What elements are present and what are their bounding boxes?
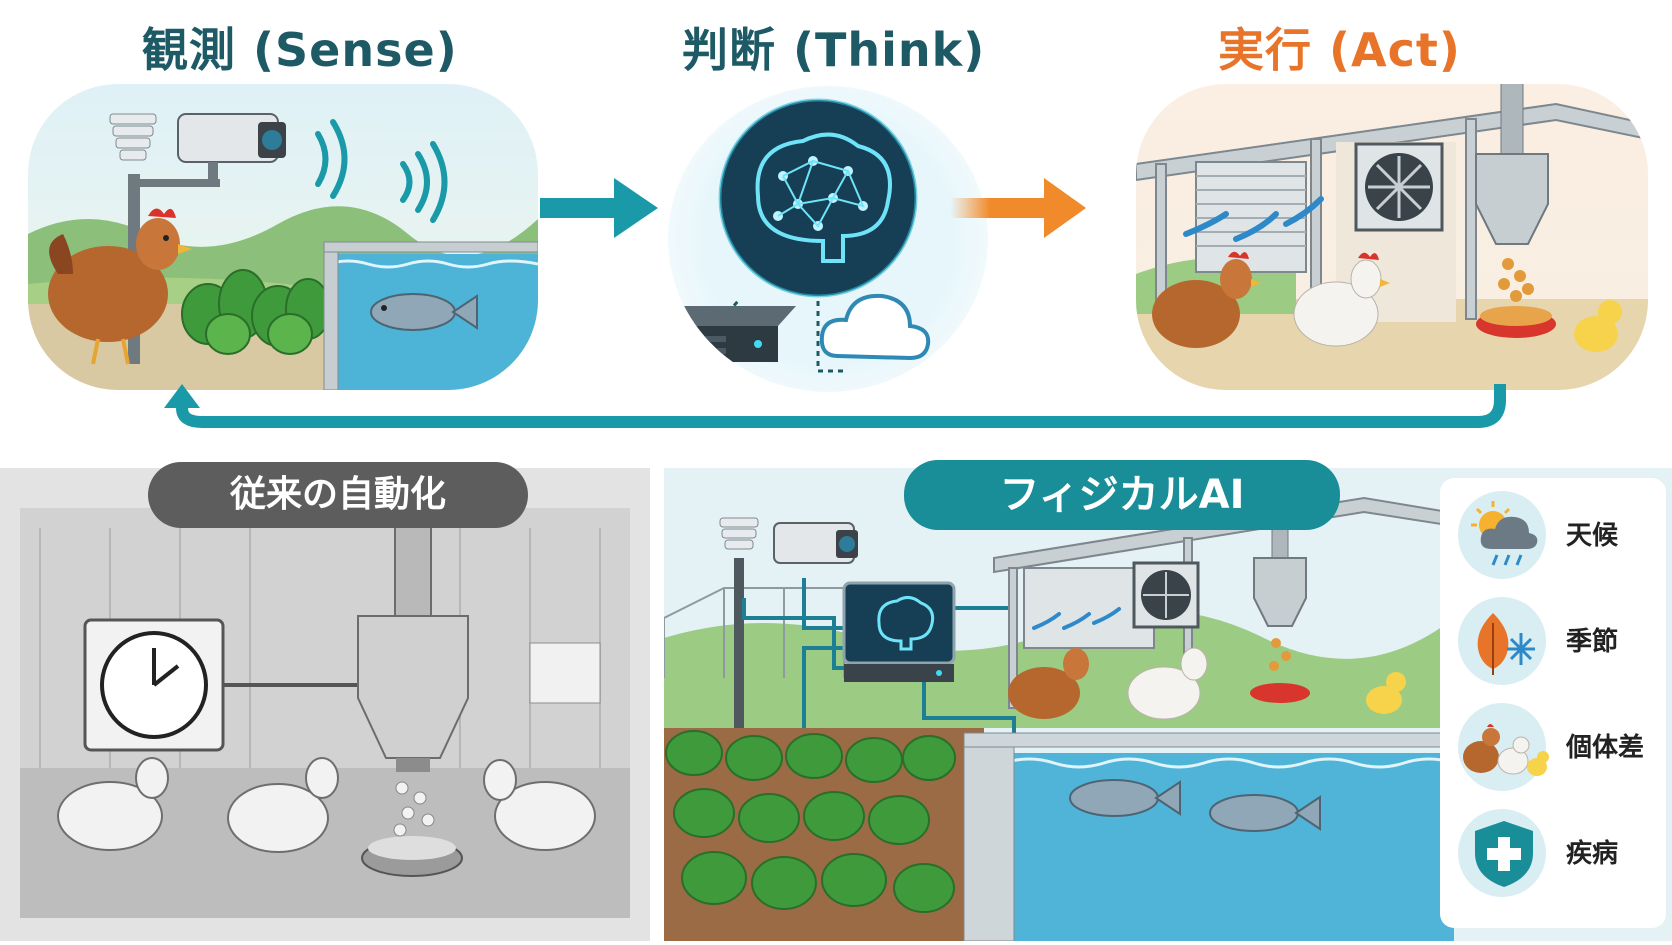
chicken-white-icon bbox=[1127, 647, 1208, 720]
chicken-brown-icon bbox=[1152, 251, 1261, 348]
chicken-gray-icon bbox=[57, 757, 596, 853]
airflow-icon bbox=[1183, 196, 1324, 242]
sense-scene bbox=[28, 84, 538, 390]
fan-icon bbox=[1132, 561, 1200, 629]
chicken-white-icon bbox=[1293, 252, 1390, 347]
act-scene bbox=[1136, 84, 1648, 390]
edge-device-icon bbox=[668, 306, 796, 362]
camera-icon bbox=[773, 522, 858, 564]
think-to-act-arrow bbox=[950, 178, 1086, 238]
feeder-icon bbox=[1250, 497, 1310, 703]
factor-individual: 個体差 bbox=[1455, 697, 1661, 797]
factor-label-season: 季節 bbox=[1566, 627, 1619, 657]
weather-icon bbox=[1471, 501, 1538, 566]
traditional-panel: 従来の自動化 bbox=[0, 462, 650, 941]
physical-ai-title: フィジカルAI bbox=[904, 460, 1340, 530]
chicken-icon bbox=[48, 208, 192, 365]
factor-label-individual: 個体差 bbox=[1566, 733, 1645, 763]
vegetables-icon bbox=[665, 730, 956, 913]
vegetables-icon bbox=[181, 269, 331, 355]
season-icon bbox=[1477, 613, 1535, 675]
chick-icon bbox=[1574, 300, 1622, 352]
fish-tank-icon bbox=[323, 241, 538, 390]
feeder-icon bbox=[1475, 84, 1556, 338]
ai-brain-icon bbox=[755, 132, 892, 263]
feeder-gray-icon bbox=[357, 507, 469, 877]
sense-to-think-arrow bbox=[540, 178, 658, 238]
fish-tank-icon bbox=[963, 732, 1455, 942]
think-scene bbox=[668, 86, 988, 392]
fan-icon bbox=[1354, 142, 1444, 232]
fish-icon bbox=[370, 293, 478, 331]
act-to-sense-loop-arrow bbox=[164, 384, 1506, 428]
factor-disease: 疾病 bbox=[1455, 803, 1661, 903]
factor-season: 季節 bbox=[1455, 591, 1661, 691]
chickens-icon bbox=[1463, 724, 1549, 776]
sense-title: 観測 (Sense) bbox=[142, 23, 458, 77]
chicken-brown-icon bbox=[1008, 648, 1089, 719]
shield-cross-icon bbox=[1475, 821, 1533, 887]
fish-icon bbox=[1069, 779, 1321, 832]
ai-edge-box-icon bbox=[842, 581, 956, 682]
traditional-title: 従来の自動化 bbox=[148, 462, 528, 528]
camera-icon bbox=[177, 113, 286, 186]
chick-icon bbox=[1366, 672, 1406, 714]
act-title: 実行 (Act) bbox=[1218, 23, 1461, 77]
factor-label-disease: 疾病 bbox=[1566, 839, 1619, 869]
factor-weather: 天候 bbox=[1455, 485, 1661, 585]
airflow-icon bbox=[1032, 607, 1121, 630]
timer-clock-icon bbox=[83, 618, 360, 752]
factor-label-weather: 天候 bbox=[1566, 521, 1619, 551]
think-title: 判断 (Think) bbox=[682, 23, 986, 77]
signal-icon bbox=[315, 119, 448, 223]
cloud-icon bbox=[819, 293, 931, 361]
weather-sensor-icon bbox=[719, 517, 759, 738]
